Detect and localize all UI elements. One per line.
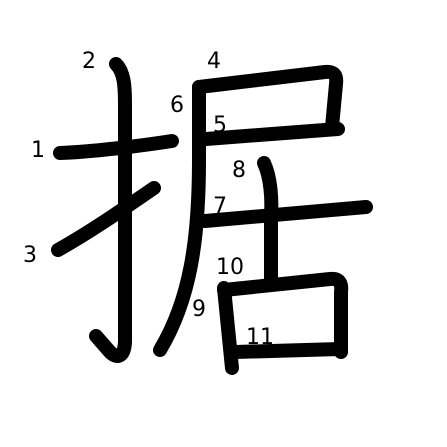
stroke-number-10: 10: [216, 255, 244, 280]
stroke-number-7: 7: [213, 194, 227, 219]
stroke-number-11: 11: [246, 325, 274, 350]
stroke-10: [217, 271, 349, 359]
stroke-11: [228, 342, 347, 359]
stroke-number-4: 4: [207, 49, 221, 74]
stroke-6: [153, 80, 206, 357]
character-strokes: [51, 57, 373, 375]
stroke-1: [53, 134, 179, 160]
stroke-number-labels: 1 2 3 4 5 6 7 8 9 10 11: [23, 49, 274, 350]
stroke-7: [198, 200, 373, 228]
stroke-5: [199, 122, 345, 146]
stroke-number-8: 8: [232, 158, 246, 183]
stroke-3: [51, 181, 161, 257]
stroke-number-1: 1: [31, 138, 45, 163]
stroke-4: [192, 64, 344, 134]
stroke-2: [89, 57, 132, 363]
stroke-number-3: 3: [23, 243, 37, 268]
stroke-number-2: 2: [82, 49, 96, 74]
stroke-number-6: 6: [170, 93, 184, 118]
stroke-number-9: 9: [192, 297, 206, 322]
stroke-8: [257, 156, 279, 285]
stroke-number-5: 5: [213, 113, 227, 138]
